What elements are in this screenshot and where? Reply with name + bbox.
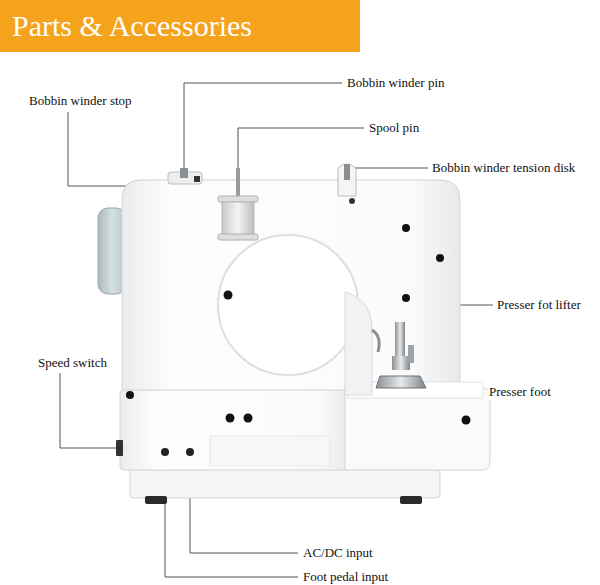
part-label: AC/DC input bbox=[302, 545, 374, 561]
part-label: Bobbin winder stop bbox=[28, 93, 133, 109]
part-label: Bobbin winder pin bbox=[346, 75, 446, 91]
part-label: Foot pedal input bbox=[302, 569, 389, 585]
title: Parts & Accessories bbox=[12, 7, 252, 45]
part-label: Spool pin bbox=[368, 120, 420, 136]
part-label: Presser foot bbox=[488, 384, 552, 400]
part-label: Speed switch bbox=[37, 355, 108, 371]
part-label: Presser fot lifter bbox=[496, 297, 582, 313]
part-label: Bobbin winder tension disk bbox=[431, 160, 576, 176]
